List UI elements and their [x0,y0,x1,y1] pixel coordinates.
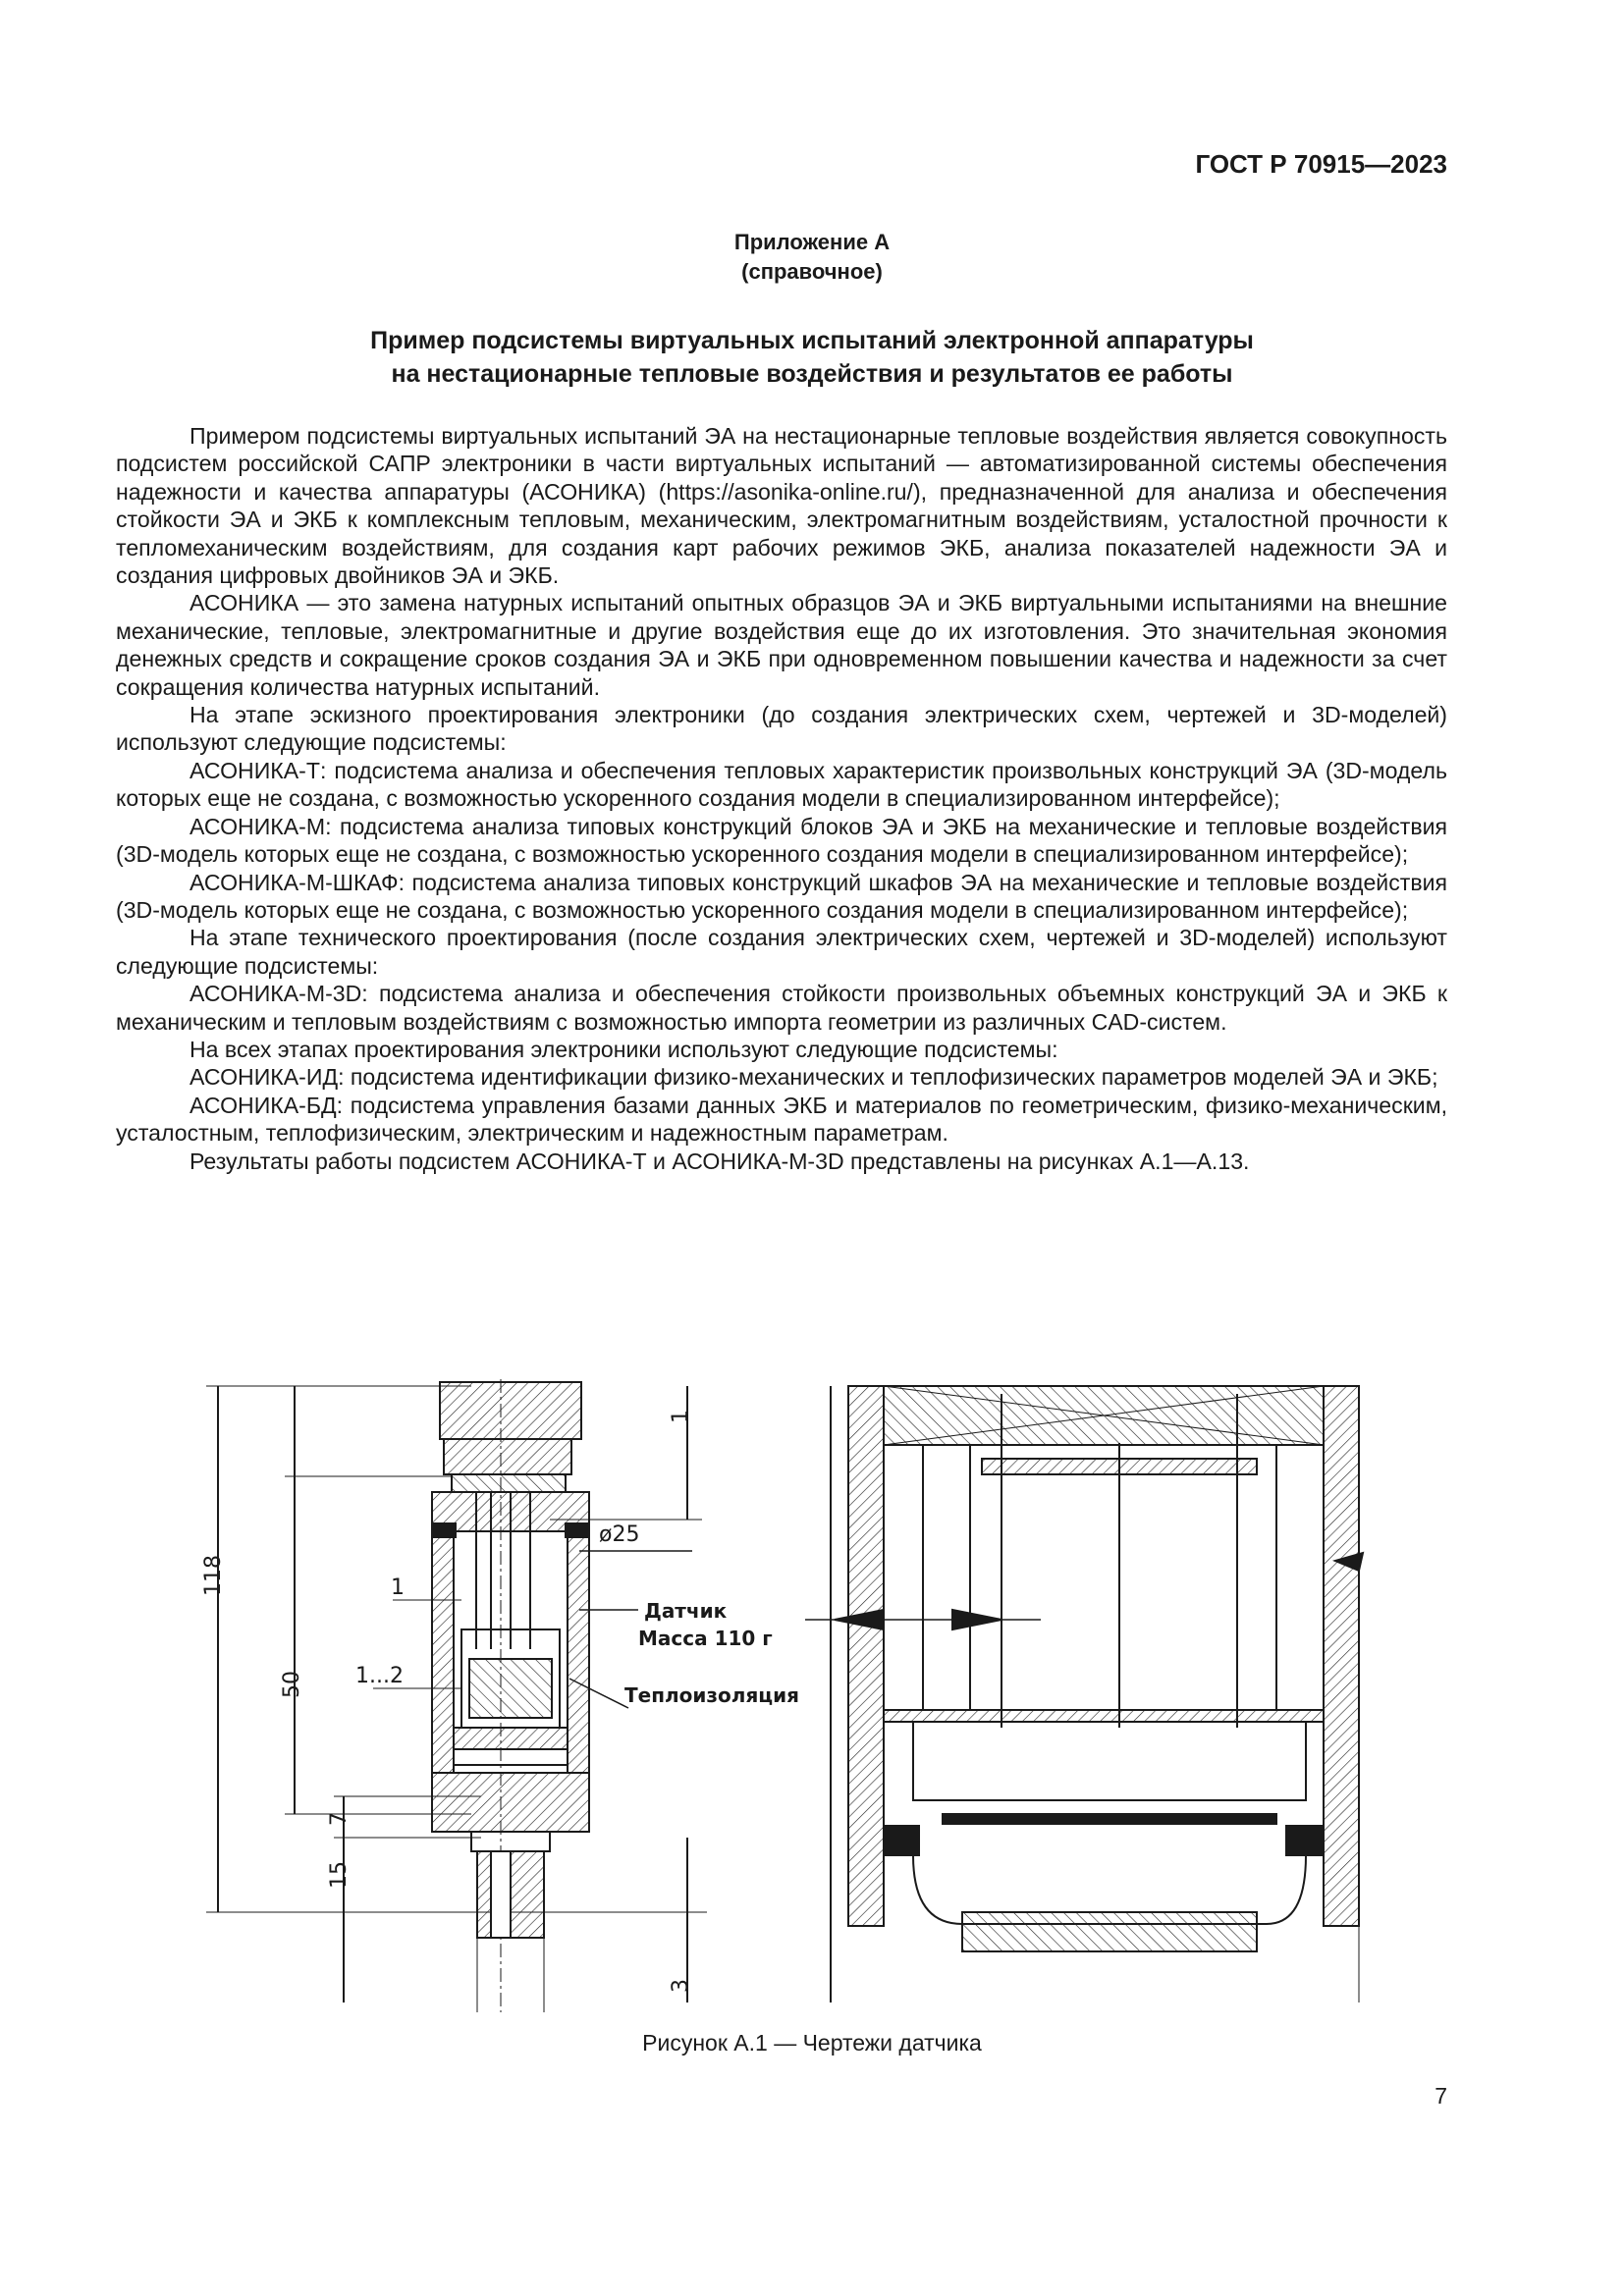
paragraph: АСОНИКА-Т: подсистема анализа и обеспече… [116,757,1447,812]
dim-118: 118 [201,1555,226,1596]
label-sensor: Датчик [644,1599,728,1623]
paragraph: Примером подсистемы виртуальных испытани… [116,423,1447,589]
appendix-title-line-1: Пример подсистемы виртуальных испытаний … [370,327,1254,354]
dim-50: 50 [280,1671,304,1698]
appendix-title-line-2: на нестационарные тепловые воздействия и… [391,360,1233,388]
paragraph: На всех этапах проектирования электроник… [189,1036,1058,1062]
paragraph: АСОНИКА-ИД: подсистема идентификации физ… [189,1064,1438,1091]
sensor-drawings-figure: 118 50 7 15 3 1 1 1...2 ø25 Датчик Масса… [201,1379,1365,2012]
paragraph: АСОНИКА-М-3D: подсистема анализа и обесп… [116,981,1447,1035]
dim-7: 7 [327,1812,352,1826]
page-number: 7 [1435,2083,1447,2109]
appendix-title: Пример подсистемы виртуальных испытаний … [0,324,1624,391]
figure-caption: Рисунок А.1 — Чертежи датчика [642,2030,982,2056]
dim-diameter: ø25 [599,1522,639,1547]
dim-gap: 1...2 [355,1664,404,1688]
label-insulation: Теплоизоляция [624,1683,799,1707]
paragraph: АСОНИКА-М-ШКАФ: подсистема анализа типов… [116,869,1447,923]
label-mass: Масса 110 г [638,1627,773,1650]
dim-15: 15 [327,1861,352,1889]
paragraph: АСОНИКА-М: подсистема анализа типовых ко… [116,813,1447,868]
dim-3: 3 [669,1979,693,1993]
paragraph: АСОНИКА — это замена натурных испытаний … [116,590,1447,700]
standard-code: ГОСТ Р 70915—2023 [1195,149,1447,179]
body-text: Примером подсистемы виртуальных испытани… [116,422,1447,1175]
dim-top-mark: 1 [669,1410,693,1423]
appendix-label: Приложение А [733,230,891,254]
paragraph: На этапе технического проектирования (по… [116,925,1447,979]
sensor-section-drawing [206,1379,707,2012]
enclosure-section-drawing [805,1385,1365,2002]
appendix-heading: Приложение А (справочное) [0,228,1624,287]
paragraph: На этапе эскизного проектирования электр… [116,702,1447,756]
paragraph: Результаты работы подсистем АСОНИКА-Т и … [189,1148,1250,1174]
paragraph: АСОНИКА-БД: подсистема управления базами… [116,1092,1447,1147]
dim-wall: 1 [391,1575,405,1600]
appendix-status: (справочное) [741,259,883,284]
